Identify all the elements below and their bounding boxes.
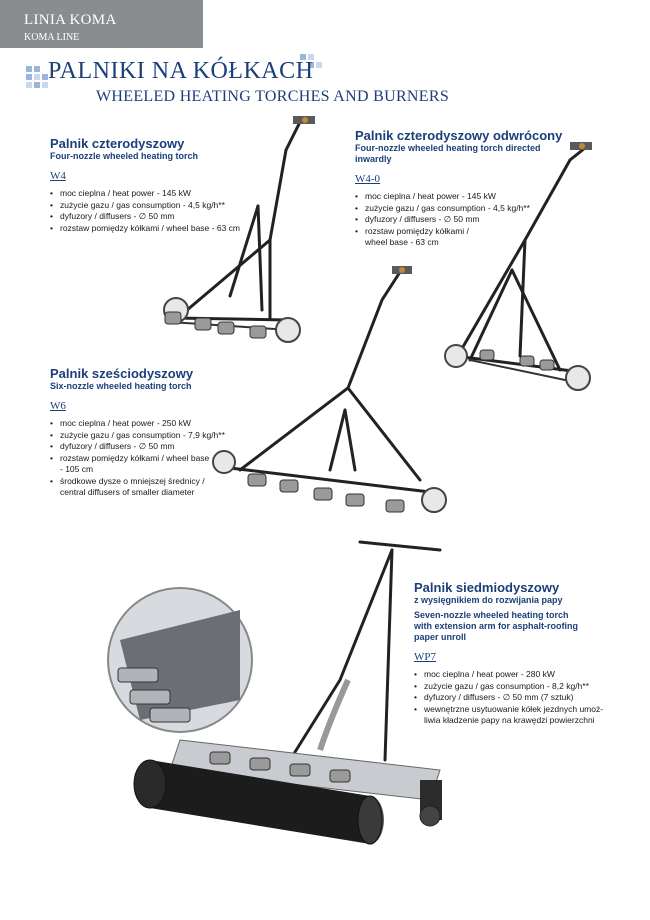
w4-torch-image <box>163 116 315 343</box>
spec-item: dyfuzory / diffusers - ∅ 50 mm <box>355 214 595 226</box>
product-w6: Palnik sześciodyszowy Six-nozzle wheeled… <box>50 366 270 499</box>
spec-item: zużycie gazu / gas consumption - 4,5 kg/… <box>50 200 270 212</box>
line-name-en: KOMA LINE <box>24 32 80 43</box>
product-w4: Palnik czterodyszowy Four-nozzle wheeled… <box>50 136 270 234</box>
spec-item: moc cieplna / heat power - 145 kW <box>50 188 270 200</box>
product-wp7-name-pl: Palnik siedmiodyszowy <box>414 580 560 595</box>
spec-item: moc cieplna / heat power - 145 kW <box>355 191 595 203</box>
spec-item: moc cieplna / heat power - 280 kW <box>414 669 634 681</box>
product-w6-name-pl: Palnik sześciodyszowy <box>50 366 194 381</box>
spec-item: zużycie gazu / gas consumption - 8,2 kg/… <box>414 681 634 693</box>
spec-item-cont: central diffusers of smaller diameter <box>60 487 195 497</box>
w6-torch-image <box>212 266 447 513</box>
product-w40: Palnik czterodyszowy odwrócony Four-nozz… <box>355 128 595 249</box>
product-w40-name-pl: Palnik czterodyszowy odwrócony <box>355 128 563 143</box>
spec-item-cont: liwia kładzenie papy na krawędzi powierz… <box>424 715 595 725</box>
product-wp7-name-en-2: with extension arm for asphalt-roofing <box>414 621 579 631</box>
page-subtitle: WHEELED HEATING TORCHES AND BURNERS <box>96 88 450 105</box>
product-w6-name-en: Six-nozzle wheeled heating torch <box>50 381 192 391</box>
product-wp7-specs: moc cieplna / heat power - 280 kW zużyci… <box>414 669 634 727</box>
product-wp7-name-en-1: Seven-nozzle wheeled heating torch <box>414 610 569 620</box>
product-w40-code: W4-0 <box>355 173 381 185</box>
page-title: PALNIKI NA KÓŁKACH <box>48 58 314 84</box>
product-w4-specs: moc cieplna / heat power - 145 kW zużyci… <box>50 188 270 234</box>
spec-item-cont: wheel base - 63 cm <box>365 237 439 247</box>
product-w40-specs: moc cieplna / heat power - 145 kW zużyci… <box>355 191 595 249</box>
spec-item: rozstaw pomiędzy kółkami / <box>355 226 595 238</box>
spec-item: moc cieplna / heat power - 250 kW <box>50 418 270 430</box>
wp7-torch-image <box>133 540 442 845</box>
spec-item: dyfuzory / diffusers - ∅ 50 mm <box>50 441 270 453</box>
product-w40-name-en-1: Four-nozzle wheeled heating torch direct… <box>355 143 541 153</box>
product-w4-code: W4 <box>50 170 66 182</box>
product-w4-name-en: Four-nozzle wheeled heating torch <box>50 151 199 161</box>
product-w4-name-pl: Palnik czterodyszowy <box>50 136 185 151</box>
product-w40-name-en-2: inwardly <box>355 154 392 164</box>
spec-item: zużycie gazu / gas consumption - 4,5 kg/… <box>355 203 595 215</box>
spec-item: zużycie gazu / gas consumption - 7,9 kg/… <box>50 430 270 442</box>
product-wp7-code: WP7 <box>414 651 436 663</box>
product-w6-specs: moc cieplna / heat power - 250 kW zużyci… <box>50 418 270 499</box>
spec-item: rozstaw pomiędzy kółkami / wheel base <box>50 453 270 465</box>
product-wp7: Palnik siedmiodyszowy z wysięgnikiem do … <box>414 580 634 727</box>
w40-torch-image <box>444 142 592 391</box>
spec-item: dyfuzory / diffusers - ∅ 50 mm (7 sztuk) <box>414 692 634 704</box>
spec-item: rozstaw pomiędzy kółkami / wheel base - … <box>50 223 270 235</box>
product-wp7-name-en-3: paper unroll <box>414 632 467 642</box>
spec-item-cont: - 105 cm <box>60 464 94 474</box>
product-w6-code: W6 <box>50 400 66 412</box>
header-tab: LINIA KOMA KOMA LINE <box>0 0 203 48</box>
spec-item: dyfuzory / diffusers - ∅ 50 mm <box>50 211 270 223</box>
product-wp7-name-pl-sub: z wysięgnikiem do rozwijania papy <box>414 595 563 605</box>
spec-item: środkowe dysze o mniejszej średnicy / <box>50 476 270 488</box>
wp7-detail-inset <box>107 587 253 733</box>
line-name-pl: LINIA KOMA <box>24 12 117 28</box>
spec-item: wewnętrzne usytuowanie kółek jezdnych um… <box>414 704 634 716</box>
